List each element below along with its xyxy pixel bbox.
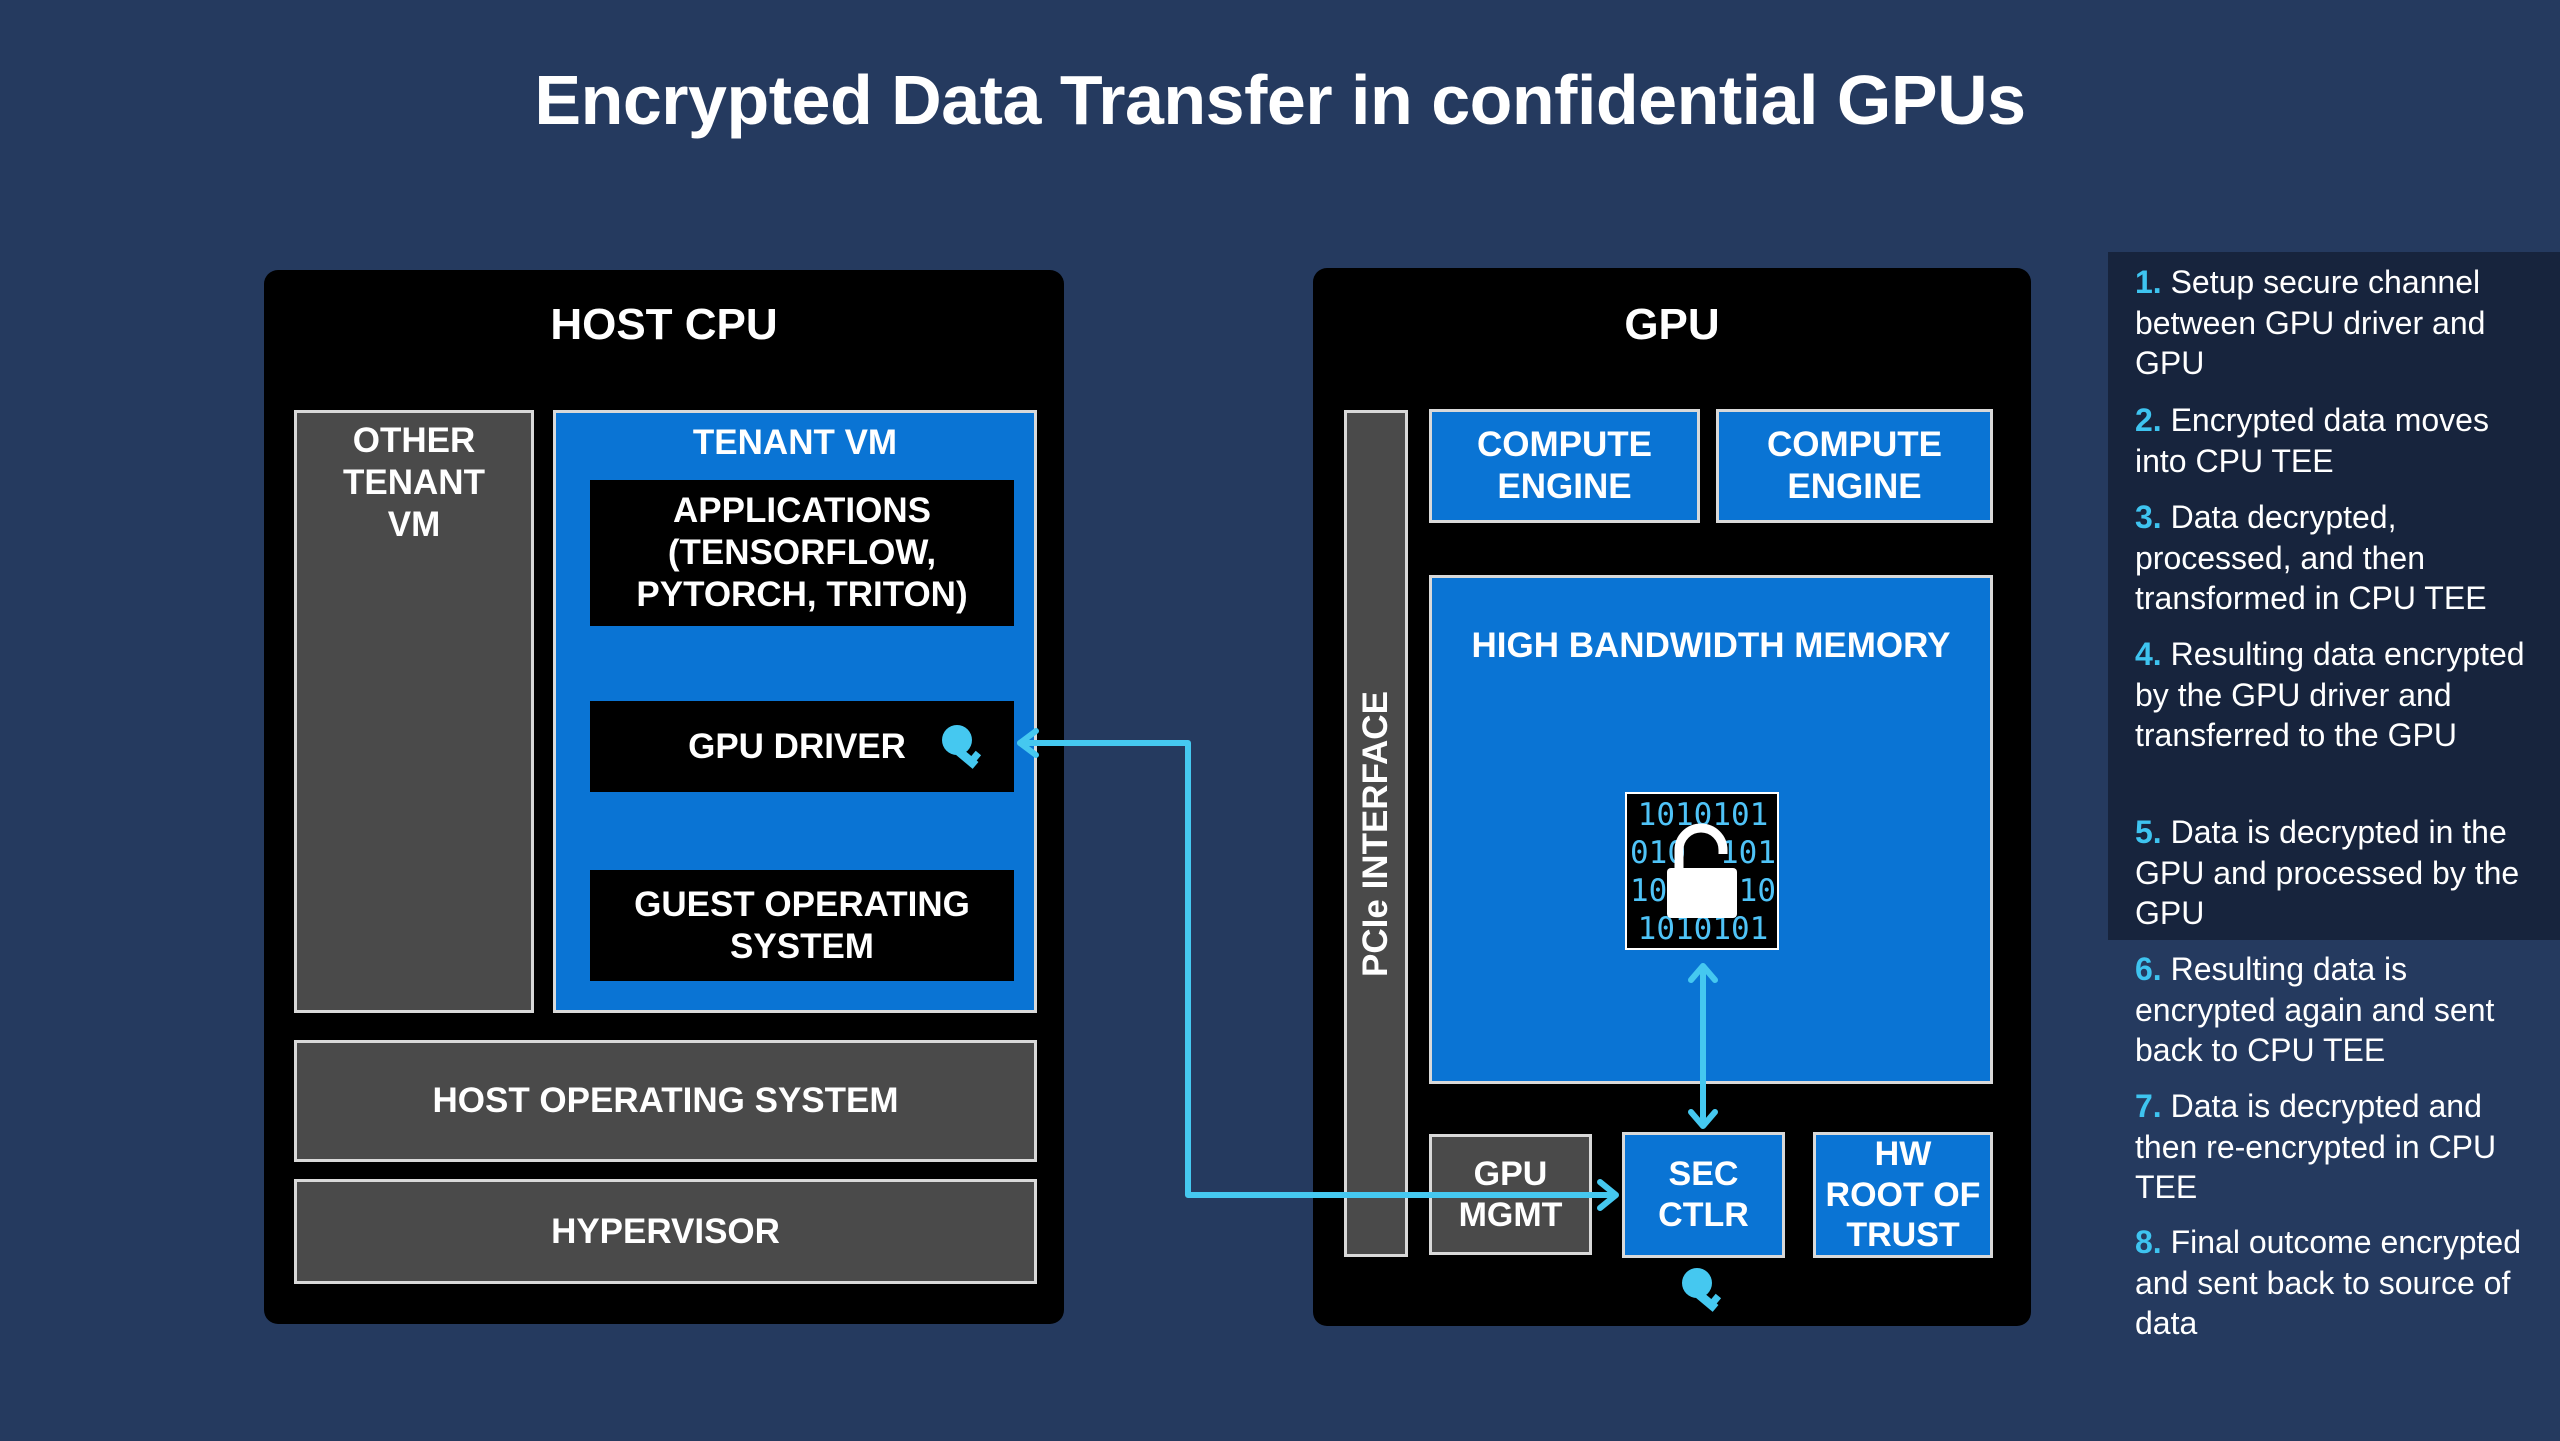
step-text: Data is decrypted and then re-encrypted … (2135, 1088, 2497, 1206)
step-text: Data is decrypted in the GPU and process… (2135, 814, 2520, 932)
step-number: 6. (2135, 951, 2162, 987)
binary-row-left: 10 (1630, 873, 1668, 909)
sec-ctlr-box: SEC CTLR (1622, 1132, 1785, 1258)
pcie-interface-bar (1344, 410, 1408, 1257)
gpu-driver-label: GPU DRIVER (688, 726, 906, 766)
step-text: Setup secure channel between GPU driver … (2135, 264, 2486, 382)
arrowhead-to-driver (1017, 728, 1039, 758)
compute-engine-1: COMPUTE ENGINE (1429, 409, 1700, 523)
host-os-box: HOST OPERATING SYSTEM (294, 1040, 1037, 1162)
binary-row-right: 10 (1738, 873, 1776, 909)
step-number: 7. (2135, 1088, 2162, 1124)
step-text: Resulting data is encrypted again and se… (2135, 951, 2495, 1069)
key-icon (942, 725, 982, 769)
arrowhead-to-sec-ctlr (1597, 1179, 1619, 1211)
gpu-title: GPU (1624, 300, 1720, 349)
other-tenant-vm-label: OTHER TENANT VM (343, 421, 485, 544)
open-lock-icon (1667, 823, 1737, 918)
step-item: 5. Data is decrypted in the GPU and proc… (2135, 812, 2545, 934)
step-item: 6. Resulting data is encrypted again and… (2135, 949, 2545, 1071)
step-item: 4. Resulting data encrypted by the GPU d… (2135, 634, 2545, 756)
hbm-label: HIGH BANDWIDTH MEMORY (1471, 626, 1951, 665)
hypervisor-box: HYPERVISOR (294, 1179, 1037, 1284)
tenant-vm-title: TENANT VM (692, 423, 898, 462)
step-item: 1. Setup secure channel between GPU driv… (2135, 262, 2545, 384)
host-cpu-title: HOST CPU (550, 300, 778, 349)
compute-engine-2: COMPUTE ENGINE (1716, 409, 1993, 523)
step-number: 8. (2135, 1224, 2162, 1260)
steps-highlight-panel (2108, 252, 2560, 940)
other-tenant-vm-box (294, 410, 534, 1013)
step-number: 3. (2135, 499, 2162, 535)
step-text: Final outcome encrypted and sent back to… (2135, 1224, 2521, 1342)
secure-channel-line (1017, 740, 1617, 1198)
step-number: 1. (2135, 264, 2162, 300)
step-item: 7. Data is decrypted and then re-encrypt… (2135, 1086, 2545, 1208)
gpu-driver-box (590, 701, 1014, 792)
step-text: Data decrypted, processed, and then tran… (2135, 499, 2487, 617)
arrowhead-down (1688, 1109, 1718, 1129)
step-text: Encrypted data moves into CPU TEE (2135, 402, 2489, 479)
step-item: 8. Final outcome encrypted and sent back… (2135, 1222, 2545, 1344)
binary-row: 10 10 (1630, 872, 1776, 910)
step-number: 5. (2135, 814, 2162, 850)
binary-row-right: 101 (1720, 835, 1776, 871)
step-item: 3. Data decrypted, processed, and then t… (2135, 497, 2545, 619)
step-text: Resulting data encrypted by the GPU driv… (2135, 636, 2525, 754)
step-number: 2. (2135, 402, 2162, 438)
hw-root-of-trust-box: HW ROOT OF TRUST (1813, 1132, 1993, 1258)
key-icon (1682, 1268, 1722, 1312)
guest-os-box: GUEST OPERATING SYSTEM (590, 870, 1014, 981)
step-item: 2. Encrypted data moves into CPU TEE (2135, 400, 2545, 481)
applications-box: APPLICATIONS (TENSORFLOW, PYTORCH, TRITO… (590, 480, 1014, 626)
step-number: 4. (2135, 636, 2162, 672)
arrowhead-up (1688, 963, 1718, 983)
page-title: Encrypted Data Transfer in confidential … (534, 61, 2026, 139)
